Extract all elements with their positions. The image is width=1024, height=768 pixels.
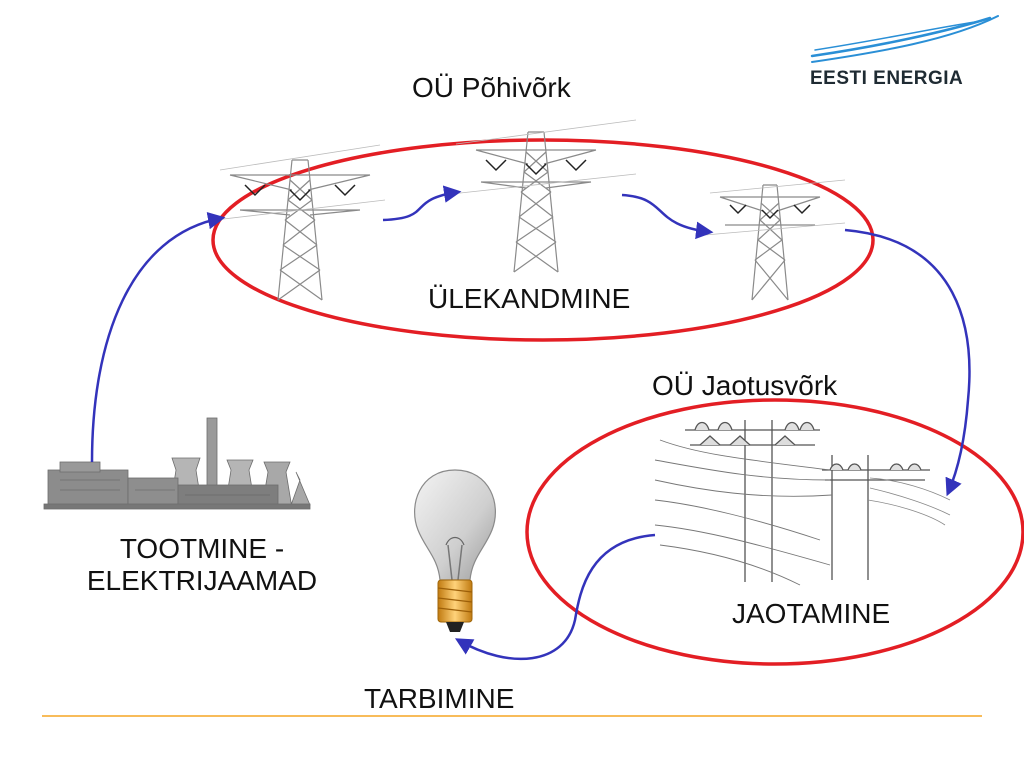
flow-arrow-distribution-to-consumer — [454, 533, 656, 661]
distribution-ellipse — [525, 398, 1024, 666]
label-generation-line1: TOOTMINE - — [119, 533, 285, 564]
label-transmission-operator: OÜ Põhivõrk — [412, 72, 571, 103]
light-bulb-icon — [414, 469, 496, 632]
flow-arrow-generation-to-transmission — [90, 211, 226, 463]
power-plant-icon — [43, 417, 311, 510]
transmission-tower-icon — [704, 179, 846, 301]
label-distribution: JAOTAMINE — [732, 598, 891, 629]
label-distribution-operator: OÜ Jaotusvõrk — [652, 370, 838, 401]
label-generation: TOOTMINE - ELEKTRIJAAMAD — [52, 533, 352, 597]
label-consumption: TARBIMINE — [364, 683, 515, 714]
transmission-ellipse — [211, 138, 875, 342]
transmission-tower-icon — [450, 119, 637, 273]
flow-arrow-tower2-to-tower3 — [621, 193, 714, 240]
logo-text: EESTI ENERGIA — [810, 68, 964, 89]
flow-arrow-tower1-to-tower2 — [382, 185, 462, 222]
flow-arrow-transmission-to-distribution — [844, 228, 971, 497]
label-transmission: ÜLEKANDMINE — [428, 283, 631, 314]
logo-wave-icon — [810, 15, 999, 63]
label-generation-line2: ELEKTRIJAAMAD — [86, 565, 318, 596]
distribution-pole-icon — [654, 420, 951, 586]
transmission-tower-icon — [214, 144, 386, 301]
